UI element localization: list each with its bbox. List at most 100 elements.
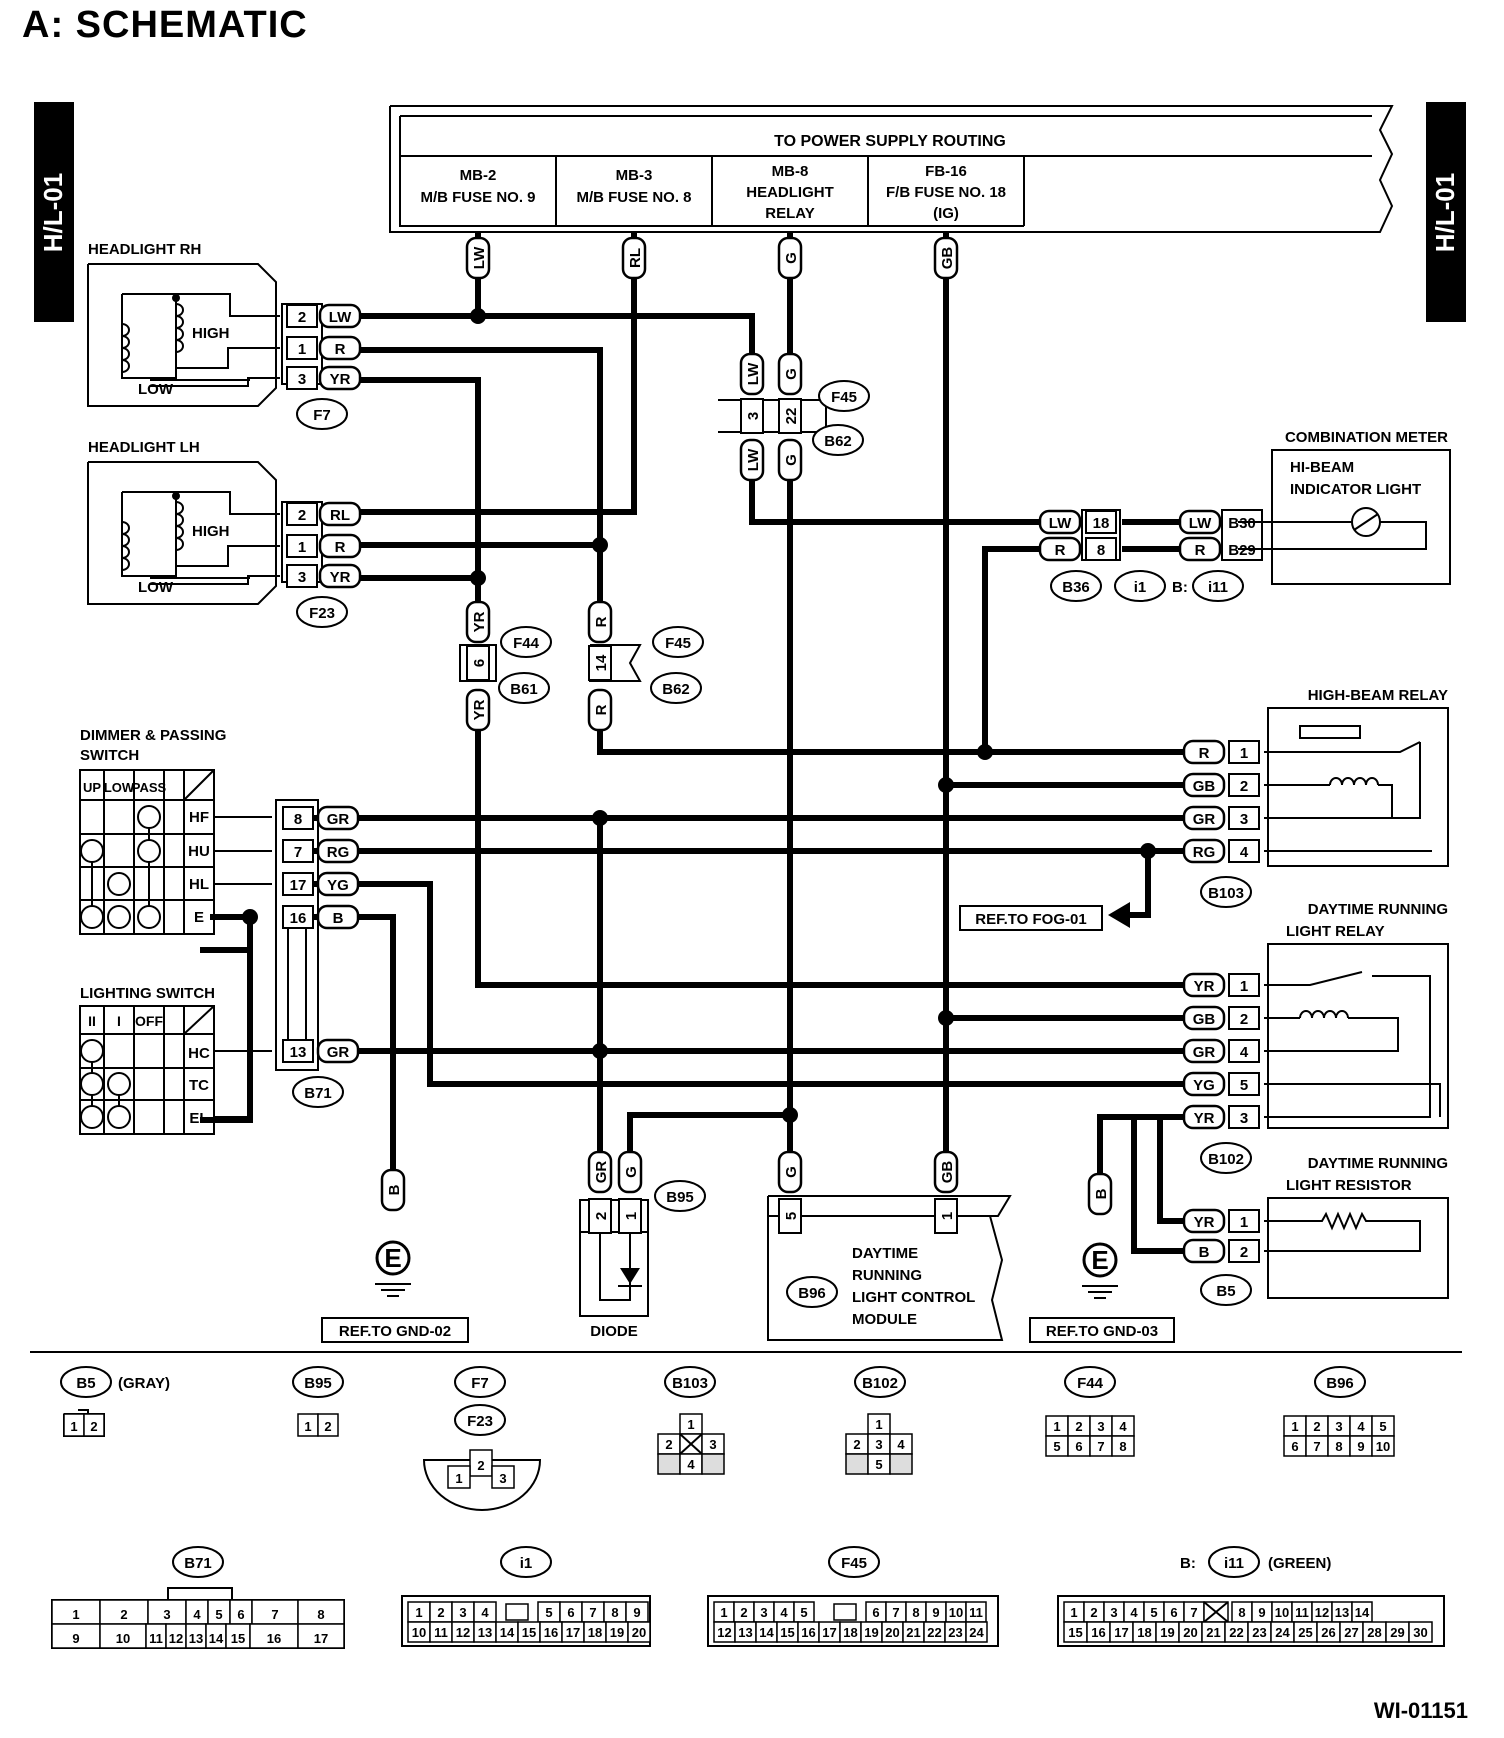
pin-number: 12: [169, 1631, 183, 1646]
wire-color-label: GB: [939, 247, 956, 270]
pin-box: [286, 502, 318, 526]
legend-connector-badge: [454, 1404, 506, 1436]
pin-number: 1: [1240, 1214, 1248, 1231]
legend-key: [167, 1587, 233, 1601]
legend-connector-badge: [1208, 1546, 1260, 1578]
pin-number: 4: [1240, 1044, 1249, 1061]
switch-row-label: HL: [189, 876, 209, 893]
pin-number: 4: [193, 1607, 201, 1622]
component-label: HIGH-BEAM RELAY: [1308, 687, 1448, 704]
wire-r-headlights: [338, 347, 603, 548]
fuse-label: M/B FUSE NO. 9: [420, 189, 535, 206]
pin-number: 18: [588, 1625, 602, 1640]
pin-number: 2: [1090, 1605, 1097, 1620]
pin-number: 5: [1379, 1419, 1386, 1434]
wire-color-tag: [777, 1150, 803, 1194]
legend-face: [707, 1595, 999, 1647]
lighting-switch-frame: [79, 1005, 215, 1135]
switch-contact: [137, 905, 161, 929]
wire-color-tag: [465, 688, 491, 732]
wire-color-label: YR: [471, 611, 488, 632]
component-label: LIGHT RELAY: [1286, 923, 1385, 940]
connector-id: B95: [304, 1375, 332, 1392]
pin-number: 5: [1240, 1077, 1248, 1094]
fuse-label: MB-2: [460, 167, 497, 184]
wire-color-tag: [1038, 509, 1082, 535]
pin-cell: [251, 1599, 299, 1625]
connector-id: i1: [1134, 579, 1147, 596]
connector-id: B36: [1062, 579, 1090, 596]
pin-number: 14: [759, 1625, 774, 1640]
wire-color-label: YR: [330, 371, 351, 388]
pin-number: 3: [709, 1437, 716, 1452]
pin-number: 2: [593, 1212, 610, 1220]
fuse-label: F/B FUSE NO. 18: [886, 184, 1006, 201]
pin-number: 18: [843, 1625, 857, 1640]
pin-number: 1: [687, 1417, 694, 1432]
pin-number: 5: [783, 1212, 800, 1220]
switch-row-label: HC: [188, 1045, 210, 1062]
pin-number: 7: [589, 1605, 596, 1620]
pin-number: 23: [948, 1625, 962, 1640]
pin-number: 1: [298, 539, 306, 556]
ref-gnd-02: [321, 1317, 469, 1343]
pin-cell: [627, 1621, 651, 1643]
switch-contact: [107, 872, 131, 896]
legend-connector-badge: [1314, 1366, 1366, 1398]
splice-junction: [470, 308, 486, 324]
component-label: LIGHT RESISTOR: [1286, 1177, 1412, 1194]
module-label: MODULE: [852, 1311, 917, 1328]
indicator-label: HI-BEAM: [1290, 459, 1354, 476]
connector-id: B62: [662, 681, 690, 698]
ground-symbol: [1082, 1242, 1118, 1278]
fuse-label: (IG): [933, 205, 959, 222]
pin-number: 2: [324, 1419, 331, 1434]
switch-column-header: II: [88, 1013, 96, 1029]
pin-cell: [845, 1453, 869, 1475]
legend-connector-badge: [60, 1366, 112, 1398]
headlight-filament: [121, 293, 177, 379]
pin-box: [1228, 740, 1260, 764]
relay-lead: [1264, 975, 1431, 1118]
pin-box: [934, 1198, 958, 1234]
wire-rl: [338, 232, 637, 515]
meter-lead: [1238, 521, 1427, 550]
pin-number: 24: [969, 1625, 984, 1640]
headlight-lead: [176, 545, 280, 567]
pin-box: [282, 1039, 314, 1063]
ground-label: E: [384, 1243, 401, 1273]
connector-badge: [498, 672, 550, 704]
switch-column-header: UP: [83, 780, 101, 795]
wire-color-label: R: [1055, 542, 1066, 559]
legend-key: [505, 1603, 529, 1621]
pin-number: 6: [872, 1605, 879, 1620]
wire-color-label: GR: [327, 811, 350, 828]
headlight-lead: [150, 575, 280, 585]
pin-cell: [657, 1453, 681, 1475]
splice-junction: [977, 744, 993, 760]
wire-color-tag: [587, 600, 613, 644]
pin-number: 16: [544, 1625, 558, 1640]
headlight-lead: [176, 293, 280, 317]
pin-number: 4: [1240, 844, 1249, 861]
pin-number: 18: [1093, 515, 1110, 532]
pin-number: 22: [927, 1625, 941, 1640]
relay-switch-arm: [1308, 741, 1421, 753]
wire-color-label: GB: [939, 1161, 956, 1184]
drl-relay-frame: [1267, 943, 1449, 1129]
pin-number: 12: [456, 1625, 470, 1640]
pin-box: [1228, 1105, 1260, 1129]
wire-color-label: YG: [327, 877, 349, 894]
ground-symbol: [375, 1240, 411, 1276]
connector-frame: [1221, 509, 1263, 561]
pin-number: 8: [1119, 1439, 1126, 1454]
pin-number: 18: [1137, 1625, 1151, 1640]
pin-number: 14: [209, 1631, 224, 1646]
high-beam-relay-frame: [1267, 707, 1449, 867]
wire-color-tag: [316, 1038, 360, 1064]
reference-label: REF.TO FOG-01: [975, 911, 1086, 928]
connector-badge: [654, 1180, 706, 1212]
pin-number: B29: [1228, 542, 1256, 559]
pin-cell: [1111, 1435, 1135, 1457]
